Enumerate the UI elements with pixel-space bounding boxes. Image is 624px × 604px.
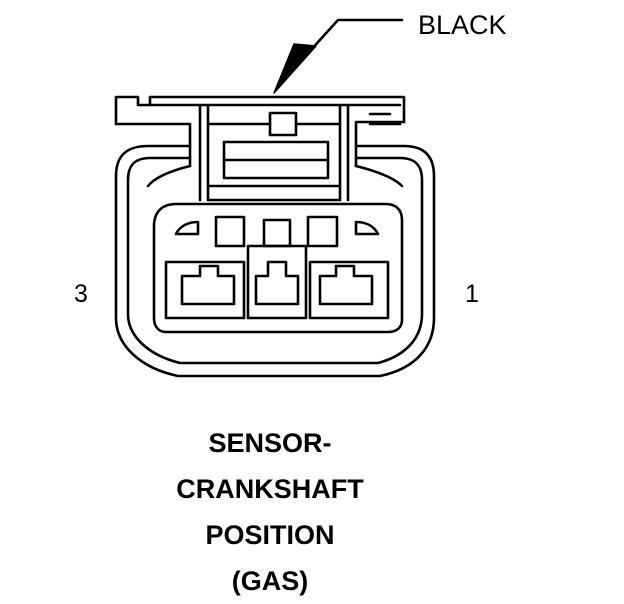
terminal-retainer bbox=[206, 140, 342, 202]
locking-latch bbox=[114, 95, 406, 202]
title-line: SENSOR- bbox=[208, 428, 332, 458]
component-title: SENSOR- CRANKSHAFT POSITION (GAS) bbox=[120, 420, 420, 604]
title-line: POSITION bbox=[205, 520, 335, 550]
title-line: (GAS) bbox=[231, 566, 309, 596]
pin-cavity-3 bbox=[164, 260, 246, 320]
cavity-face bbox=[152, 202, 404, 334]
callout-arrow bbox=[273, 18, 404, 94]
title-line: CRANKSHAFT bbox=[176, 474, 364, 504]
pin-number-left: 3 bbox=[74, 280, 88, 308]
pin-number-right: 1 bbox=[465, 280, 479, 308]
connector-housing bbox=[114, 144, 436, 378]
pin-cavity-1 bbox=[308, 260, 390, 320]
callout-label: BLACK bbox=[418, 10, 507, 40]
pin-cavity-2 bbox=[246, 244, 308, 320]
